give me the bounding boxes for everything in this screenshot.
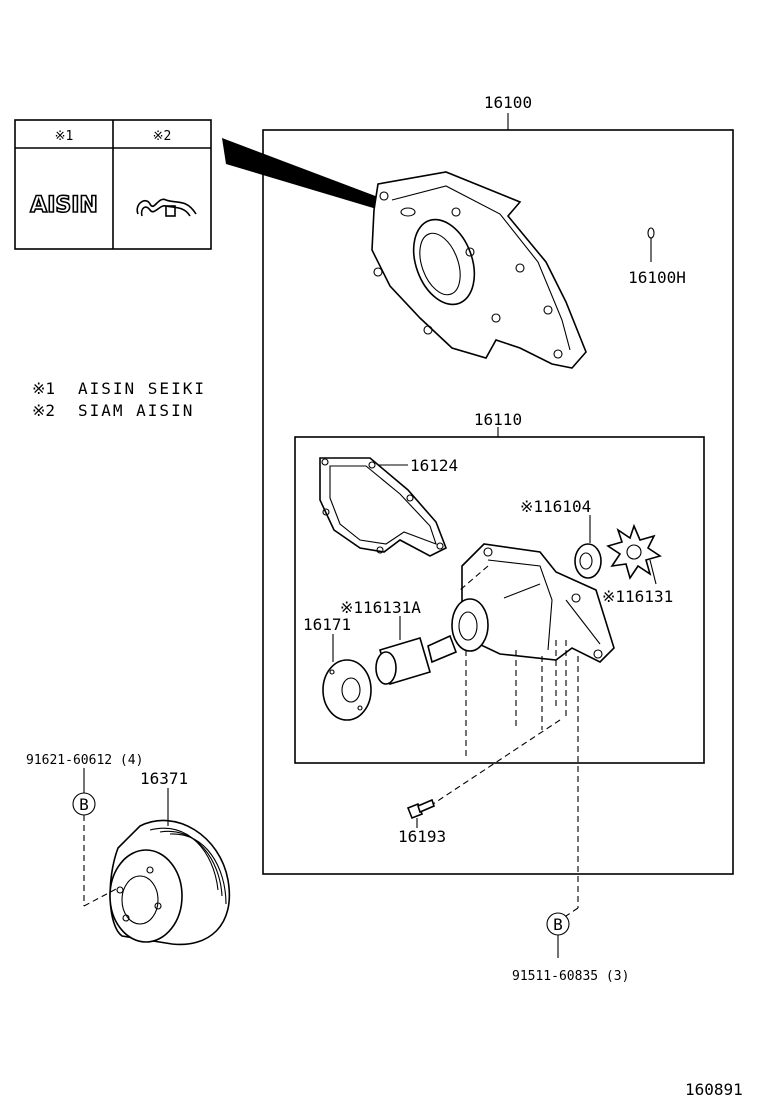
ref-b-right: B — [553, 915, 563, 934]
pump-body — [451, 543, 615, 663]
diagram-id: 160891 — [685, 1080, 743, 1099]
impeller-part: ※116131 — [602, 523, 673, 606]
legend-col1-header: ※1 — [55, 129, 74, 144]
pointer-arrow — [222, 138, 386, 210]
legend-col2-header: ※2 — [153, 129, 172, 144]
label-seal: ※116104 — [520, 497, 591, 516]
seal-part: ※116104 — [520, 497, 602, 579]
plug-part: 16100H — [628, 227, 686, 287]
ref-b-left: B — [79, 795, 89, 814]
pulley-bolt-ref: 91621-60612 (4) B — [26, 753, 143, 907]
housing-plate — [371, 171, 587, 369]
note-2-text: SIAM AISIN — [78, 401, 194, 420]
legend-table: ※1 ※2 AISIN — [14, 119, 212, 250]
subassembly-frame: 16110 — [294, 410, 705, 764]
label-assembly: 16100 — [484, 93, 532, 112]
label-bolt: 16193 — [398, 827, 446, 846]
aisin-logo: AISIN — [30, 193, 98, 218]
bolt-part: 16193 — [398, 798, 446, 846]
label-pulley: 16371 — [140, 769, 188, 788]
assembly-frame: 16100 — [262, 93, 734, 875]
label-flange: 16171 — [303, 615, 351, 634]
label-gasket: 16124 — [410, 456, 458, 475]
label-subassembly: 16110 — [474, 410, 522, 429]
label-bearing: ※116131A — [340, 598, 421, 617]
gasket-part: 16124 — [319, 456, 458, 557]
note-1-text: AISIN SEIKI — [78, 379, 206, 398]
note-1-mark: ※1 — [32, 379, 55, 398]
flange-part: 16171 — [303, 615, 372, 721]
siam-aisin-logo-icon — [136, 198, 197, 217]
label-plug: 16100H — [628, 268, 686, 287]
pulley-part: 16371 — [109, 769, 231, 946]
dashed-guides — [429, 565, 579, 917]
notes-list: ※1 AISIN SEIKI ※2 SIAM AISIN — [32, 379, 206, 420]
label-pump-bolt: 91511-60835 (3) — [512, 969, 629, 984]
pump-bolt-ref: B 91511-60835 (3) — [512, 912, 629, 984]
label-impeller: ※116131 — [602, 587, 673, 606]
note-2-mark: ※2 — [32, 401, 55, 420]
label-pulley-bolt: 91621-60612 (4) — [26, 753, 143, 768]
bearing-part: ※116131A — [340, 598, 458, 685]
